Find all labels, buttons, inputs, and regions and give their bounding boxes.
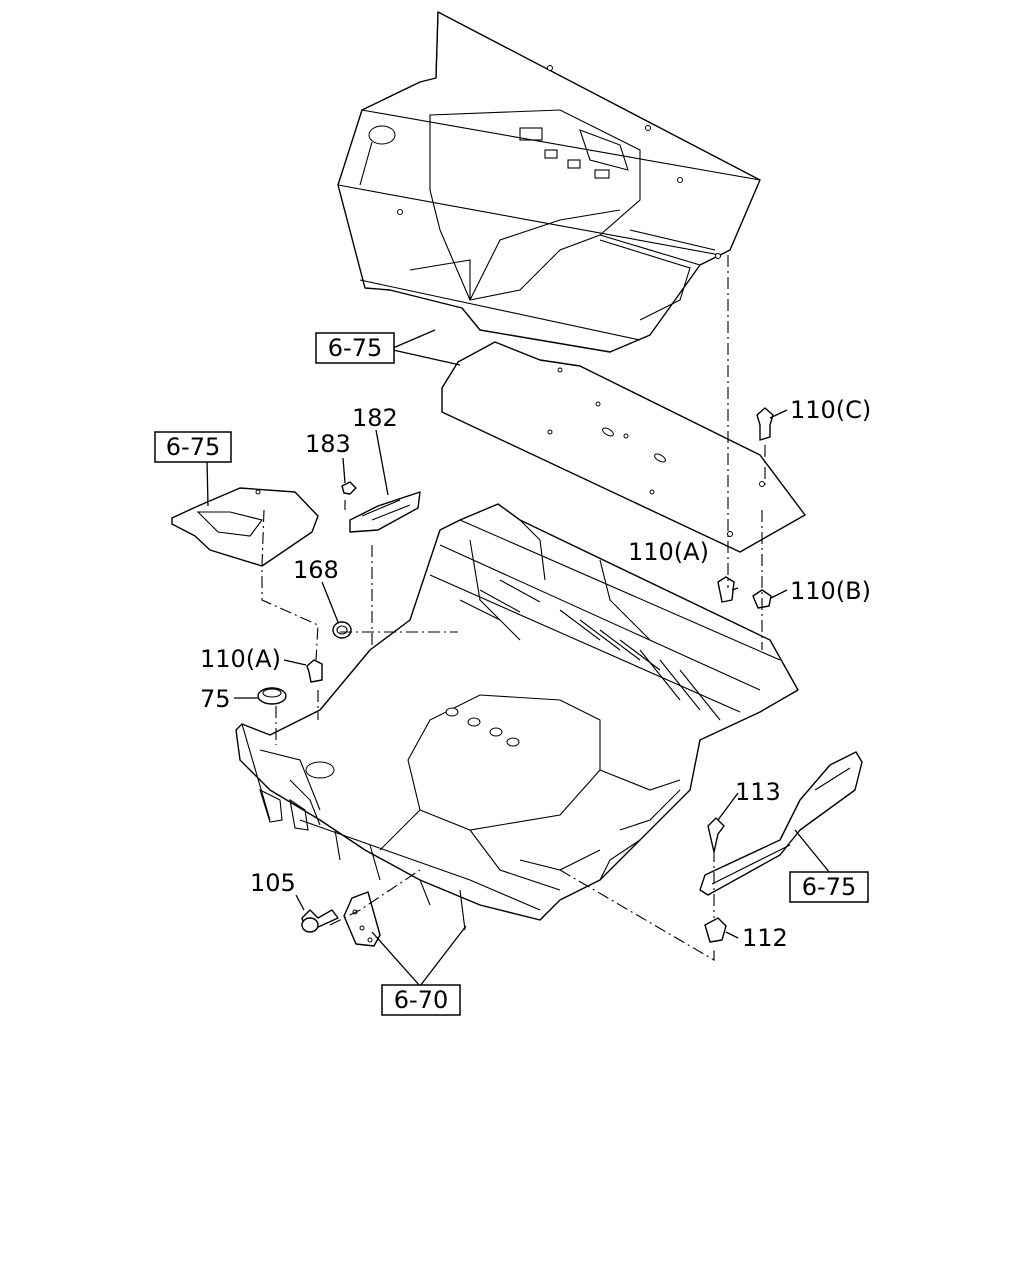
rear-floor-assembly (235, 491, 799, 931)
upper-floor-panel (337, 11, 761, 353)
part-label-113: 113 (735, 778, 781, 806)
guide-lines (261, 255, 766, 961)
insulator-sheet-upper (441, 341, 806, 553)
leader-lines (206, 329, 831, 987)
part-label-110b: 110(B) (790, 577, 871, 605)
part-label-183: 183 (305, 430, 351, 458)
insulator-sheet-left (171, 487, 319, 567)
ref-label-6-75-top: 6-75 (328, 334, 382, 362)
part-label-110a-right: 110(A) (628, 538, 709, 566)
part-label-75: 75 (200, 685, 231, 713)
part-label-110c: 110(C) (790, 396, 871, 424)
fasteners (257, 407, 774, 943)
ref-box-6-75-left: 6-75 (154, 431, 232, 463)
bracket-plate (343, 891, 381, 947)
ref-box-6-75-top: 6-75 (315, 332, 395, 364)
part-label-105: 105 (250, 869, 296, 897)
ref-label-6-75-left: 6-75 (166, 433, 220, 461)
part-label-168: 168 (293, 556, 339, 584)
ref-label-6-75-right: 6-75 (802, 873, 856, 901)
part-label-110a-left: 110(A) (200, 645, 281, 673)
part-label-112: 112 (742, 924, 788, 952)
side-step-panel (699, 751, 863, 896)
part-label-182: 182 (352, 404, 398, 432)
ref-label-6-70: 6-70 (394, 986, 448, 1014)
ref-box-6-70: 6-70 (381, 984, 461, 1016)
ref-box-6-75-right: 6-75 (789, 871, 869, 903)
